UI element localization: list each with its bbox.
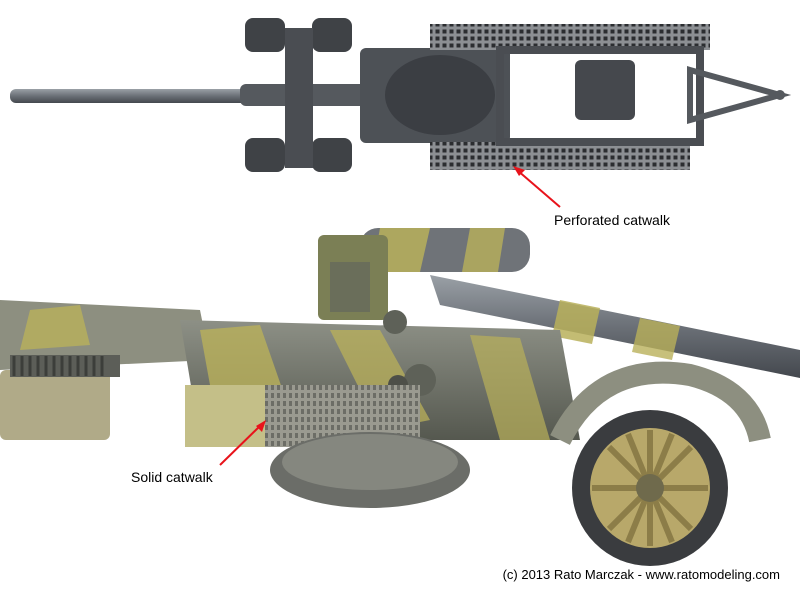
side-view	[0, 228, 800, 566]
perforated-catwalk-label: Perforated catwalk	[554, 212, 670, 228]
copyright-credit: (c) 2013 Rato Marczak - www.ratomodeling…	[502, 567, 780, 582]
arrow-solid	[219, 423, 263, 466]
top-barrel	[10, 89, 260, 103]
arrow-perforated	[516, 169, 561, 208]
top-view	[10, 18, 792, 208]
side-barrel	[430, 275, 800, 378]
top-wheel-left-front	[245, 18, 285, 52]
top-catwalk-lower	[430, 142, 690, 170]
top-catwalk-upper	[430, 24, 710, 50]
solid-catwalk-label: Solid catwalk	[131, 469, 213, 485]
